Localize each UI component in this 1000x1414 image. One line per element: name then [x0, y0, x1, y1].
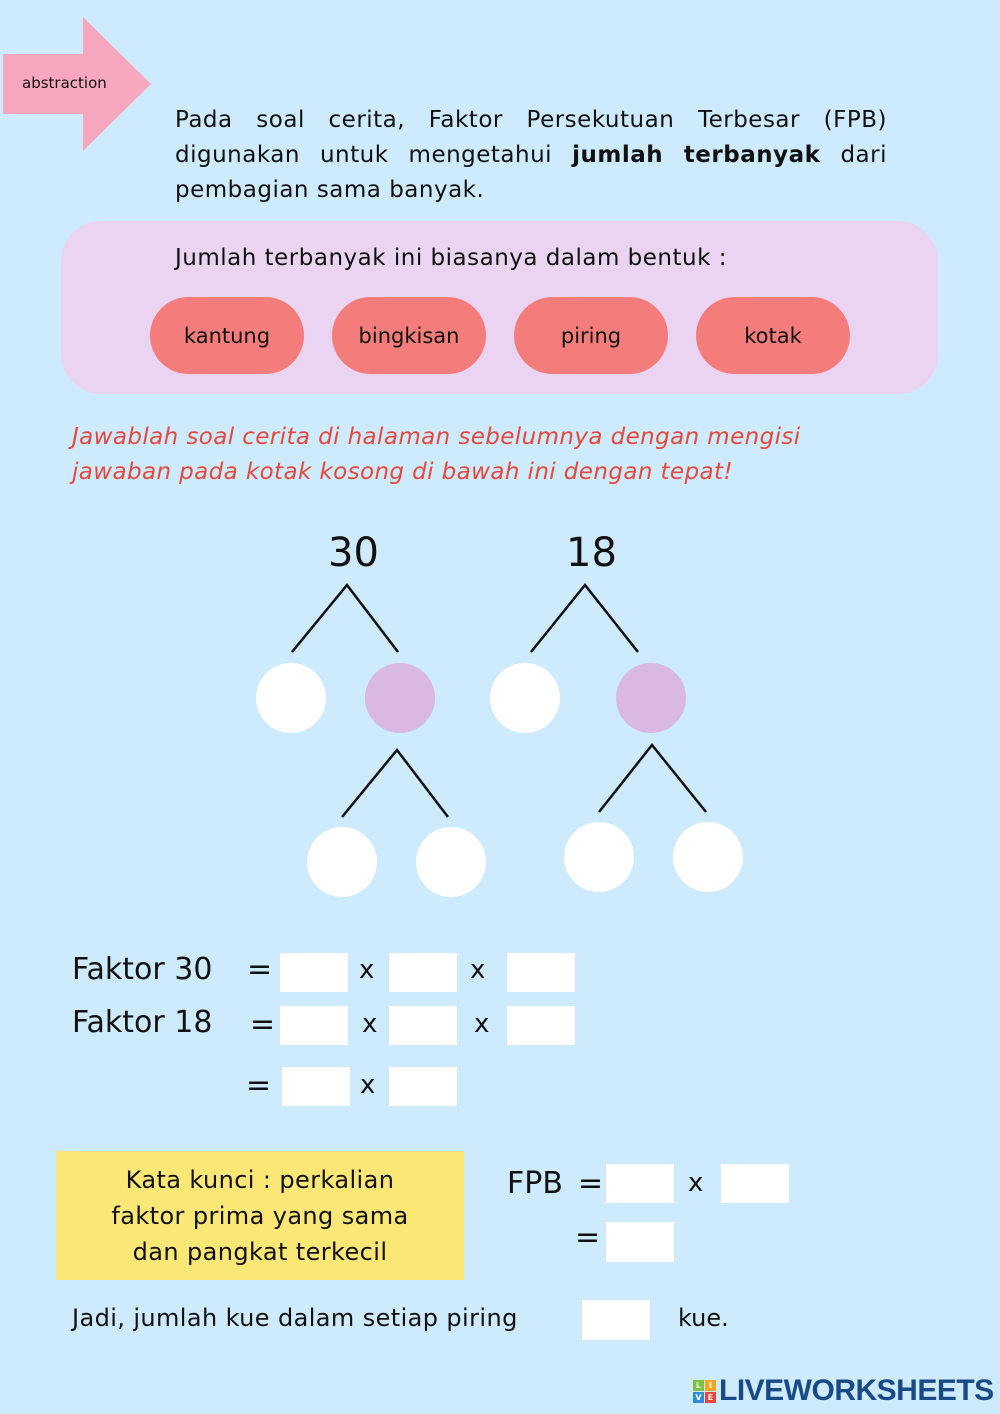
- form-pill-kotak: kotak: [696, 297, 850, 374]
- times-sign: x: [362, 1009, 378, 1039]
- tree-answer-circle: [490, 663, 560, 733]
- equals-sign: =: [250, 1007, 276, 1042]
- factor-tree: [256, 582, 743, 897]
- intro-bold: jumlah terbanyak: [572, 142, 821, 168]
- fpb-box-1[interactable]: [606, 1164, 674, 1203]
- logo-letter: L: [693, 1379, 704, 1391]
- equals-sign: =: [578, 1166, 604, 1201]
- times-sign: x: [688, 1168, 704, 1198]
- keyword-line: dan pangkat terkecil: [132, 1237, 388, 1266]
- liveworksheets-logo: L I V E LIVEWORKSHEETS: [693, 1374, 994, 1408]
- power-form-box-2[interactable]: [389, 1067, 457, 1106]
- faktor-18-box-3[interactable]: [507, 1006, 575, 1045]
- tree-branch: [291, 582, 399, 653]
- intro-text: Pada soal cerita, Faktor Persekutuan Ter…: [175, 107, 887, 168]
- abstraction-label: abstraction: [22, 74, 107, 92]
- faktor-30-box-3[interactable]: [507, 953, 575, 992]
- form-pill-piring: piring: [514, 297, 668, 374]
- keyword-line: faktor prima yang sama: [111, 1201, 409, 1230]
- tree-answer-circle: [307, 827, 377, 897]
- intro-paragraph: Pada soal cerita, Faktor Persekutuan Ter…: [175, 103, 887, 208]
- logo-letter: E: [705, 1391, 716, 1403]
- tree-answer-circle: [564, 822, 634, 892]
- tree-branch: [598, 742, 707, 813]
- faktor-18-label: Faktor 18: [72, 1005, 213, 1040]
- keyword-box: Kata kunci : perkalian faktor prima yang…: [56, 1151, 464, 1280]
- times-sign: x: [470, 955, 486, 985]
- tree-answer-circle: [416, 827, 486, 897]
- power-form-box-1[interactable]: [282, 1067, 350, 1106]
- form-pill-bingkisan: bingkisan: [332, 297, 486, 374]
- conclusion-text: Jadi, jumlah kue dalam setiap piring: [72, 1304, 518, 1332]
- faktor-30-box-1[interactable]: [280, 953, 348, 992]
- keyword-line: Kata kunci : perkalian: [125, 1165, 395, 1194]
- tree-answer-circle: [673, 822, 743, 892]
- tree-branch: [530, 582, 639, 653]
- faktor-18-box-2[interactable]: [389, 1006, 457, 1045]
- fpb-label: FPB: [507, 1166, 563, 1201]
- faktor-30-box-2[interactable]: [389, 953, 457, 992]
- instruction-text: Jawablah soal cerita di halaman sebelumn…: [72, 424, 801, 485]
- tree-root-30: 30: [328, 530, 379, 576]
- logo-mark-icon: L I V E: [693, 1379, 716, 1403]
- arrow-badge-shape: [3, 17, 151, 151]
- equals-sign: =: [247, 952, 273, 987]
- intro-text-end: dari pembagian sama banyak.: [175, 142, 887, 203]
- form-pill-kantung: kantung: [150, 297, 304, 374]
- tree-answer-circle: [256, 663, 326, 733]
- conclusion-suffix: kue.: [678, 1304, 729, 1332]
- forms-lead: Jumlah terbanyak ini biasanya dalam bent…: [175, 245, 727, 271]
- faktor-30-label: Faktor 30: [72, 952, 213, 987]
- answer-box[interactable]: [582, 1300, 650, 1340]
- tree-branch: [341, 747, 449, 818]
- tree-root-18: 18: [566, 530, 617, 576]
- tree-composite-circle: [365, 663, 435, 733]
- tree-composite-circle: [616, 663, 686, 733]
- times-sign: x: [474, 1009, 490, 1039]
- logo-letter: V: [693, 1391, 704, 1403]
- equals-sign: =: [575, 1220, 601, 1255]
- fpb-box-2[interactable]: [721, 1164, 789, 1203]
- fpb-result-box[interactable]: [606, 1222, 674, 1262]
- equals-sign: =: [246, 1068, 272, 1103]
- logo-text: LIVEWORKSHEETS: [719, 1374, 994, 1407]
- logo-letter: I: [705, 1379, 716, 1391]
- times-sign: x: [359, 955, 375, 985]
- faktor-18-box-1[interactable]: [280, 1006, 348, 1045]
- times-sign: x: [360, 1070, 376, 1100]
